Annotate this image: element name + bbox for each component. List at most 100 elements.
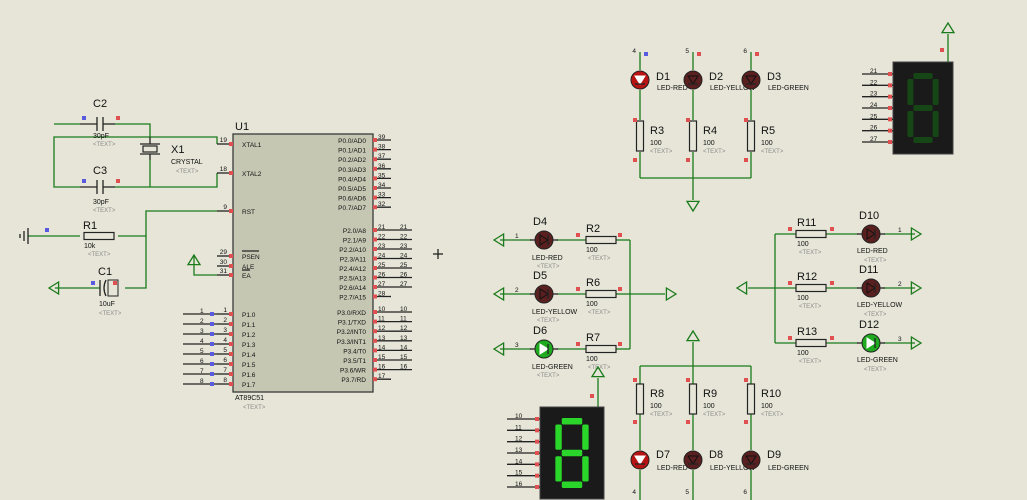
- display-segment-1: [582, 424, 589, 450]
- pin-marker: [888, 106, 892, 110]
- resistor-body: [795, 229, 827, 239]
- pin-marker: [229, 382, 233, 386]
- pin-name: XTAL2: [242, 171, 262, 178]
- port-label: 3: [200, 328, 204, 335]
- pin-name: P0.1/AD1: [338, 148, 366, 155]
- pin-name: P1.2: [242, 332, 256, 339]
- display-segment-2: [932, 111, 939, 137]
- resistor-text: <TEXT>: [799, 250, 822, 256]
- pin-number: 1: [223, 307, 227, 314]
- pin-marker: [91, 281, 95, 285]
- pin-name: P1.7: [242, 382, 256, 389]
- resistor-value: 100: [586, 356, 598, 363]
- pin-number: 29: [220, 249, 228, 256]
- resistor-text: <TEXT>: [650, 149, 673, 155]
- display-segment-2: [582, 456, 589, 482]
- cursor-crosshair: [433, 249, 443, 259]
- led-ref: D12: [859, 319, 879, 331]
- pin-marker: [373, 319, 377, 324]
- led-icon: [530, 230, 558, 250]
- resistor-value: 100: [703, 403, 715, 410]
- resistor-text: <TEXT>: [703, 412, 726, 418]
- pin-marker: [373, 176, 377, 181]
- pin-marker: [229, 273, 233, 277]
- pin-marker: [229, 342, 233, 346]
- pin-marker: [373, 329, 377, 334]
- ground-arrow: [665, 286, 678, 302]
- pin-number: 27: [378, 281, 386, 288]
- resistor-body: [585, 344, 617, 354]
- pin-marker: [888, 140, 892, 144]
- terminal-arrow: [47, 280, 60, 296]
- resistor-ref: R13: [797, 326, 817, 338]
- resistor-text: <TEXT>: [588, 256, 611, 262]
- pin-number: 39: [378, 134, 386, 141]
- vcc-arrow: [186, 253, 202, 266]
- led-ref: D1: [656, 71, 670, 83]
- pin-number: 11: [515, 424, 522, 431]
- pin-number: 13: [515, 447, 523, 454]
- pin-name: P1.4: [242, 352, 256, 359]
- display-segment-1: [932, 79, 939, 105]
- terminal-arrow: [492, 286, 505, 302]
- x1-ref: X1: [171, 144, 184, 156]
- pin-number: 4: [632, 489, 636, 496]
- pin-marker: [744, 420, 748, 424]
- pin-number: 14: [378, 344, 386, 351]
- led-text: <TEXT>: [537, 373, 560, 379]
- pin-marker: [644, 52, 648, 56]
- led-icon: [857, 278, 885, 298]
- led-body: [741, 450, 761, 470]
- port-label: 8: [200, 378, 204, 385]
- ground-icon: [19, 228, 29, 244]
- pin-name: P3.0/RXD: [337, 310, 366, 317]
- ground-arrow: [685, 200, 701, 213]
- diode-symbol: [539, 234, 549, 246]
- pin-name: P2.2/A10: [339, 247, 366, 254]
- pin-marker: [830, 336, 834, 340]
- pin-number: 6: [223, 357, 227, 364]
- x1-value: CRYSTAL: [171, 159, 203, 166]
- led-icon: [683, 450, 703, 470]
- pin-marker: [373, 348, 377, 353]
- resistor-ref: R2: [586, 223, 600, 235]
- pin-number: 28: [378, 291, 386, 298]
- pin-number: 5: [685, 489, 689, 496]
- diode-symbol: [539, 343, 549, 355]
- pin-number: 2: [898, 281, 902, 288]
- pin-marker: [229, 209, 233, 213]
- pin-marker: [744, 378, 748, 382]
- resistor-value: 100: [797, 350, 809, 357]
- pin-marker: [373, 275, 377, 280]
- resistor-ref: R10: [761, 388, 781, 400]
- pin-marker: [744, 158, 748, 162]
- bus-label: 10: [400, 306, 408, 313]
- bus-label: 25: [400, 262, 408, 269]
- diode-symbol: [745, 455, 757, 465]
- led-value: LED-GREEN: [768, 85, 809, 92]
- led-value: LED-YELLOW: [710, 465, 756, 472]
- pin-number: 6: [743, 48, 747, 55]
- resistor-value: 100: [586, 247, 598, 254]
- pin-name: P1.5: [242, 362, 256, 369]
- led-ref: D5: [533, 270, 547, 282]
- pin-number: 31: [220, 268, 228, 275]
- pin-number: 6: [743, 489, 747, 496]
- led-icon: [530, 284, 558, 304]
- pin-marker: [755, 52, 759, 56]
- resistor-ref: R5: [761, 125, 775, 137]
- pin-number: 15: [515, 470, 523, 477]
- diode-symbol: [634, 455, 646, 465]
- pin-marker: [373, 367, 377, 372]
- led-icon: [741, 450, 761, 470]
- pin-marker: [373, 358, 377, 362]
- pin-name: PSEN: [242, 254, 260, 261]
- display-segment-4: [555, 456, 562, 482]
- pin-name: P2.1/A9: [343, 238, 367, 245]
- diode-symbol: [866, 337, 876, 349]
- pin-number: 15: [378, 354, 386, 361]
- resistor-body: [83, 231, 115, 241]
- pin-marker: [229, 142, 233, 146]
- led-value: LED-GREEN: [857, 357, 898, 364]
